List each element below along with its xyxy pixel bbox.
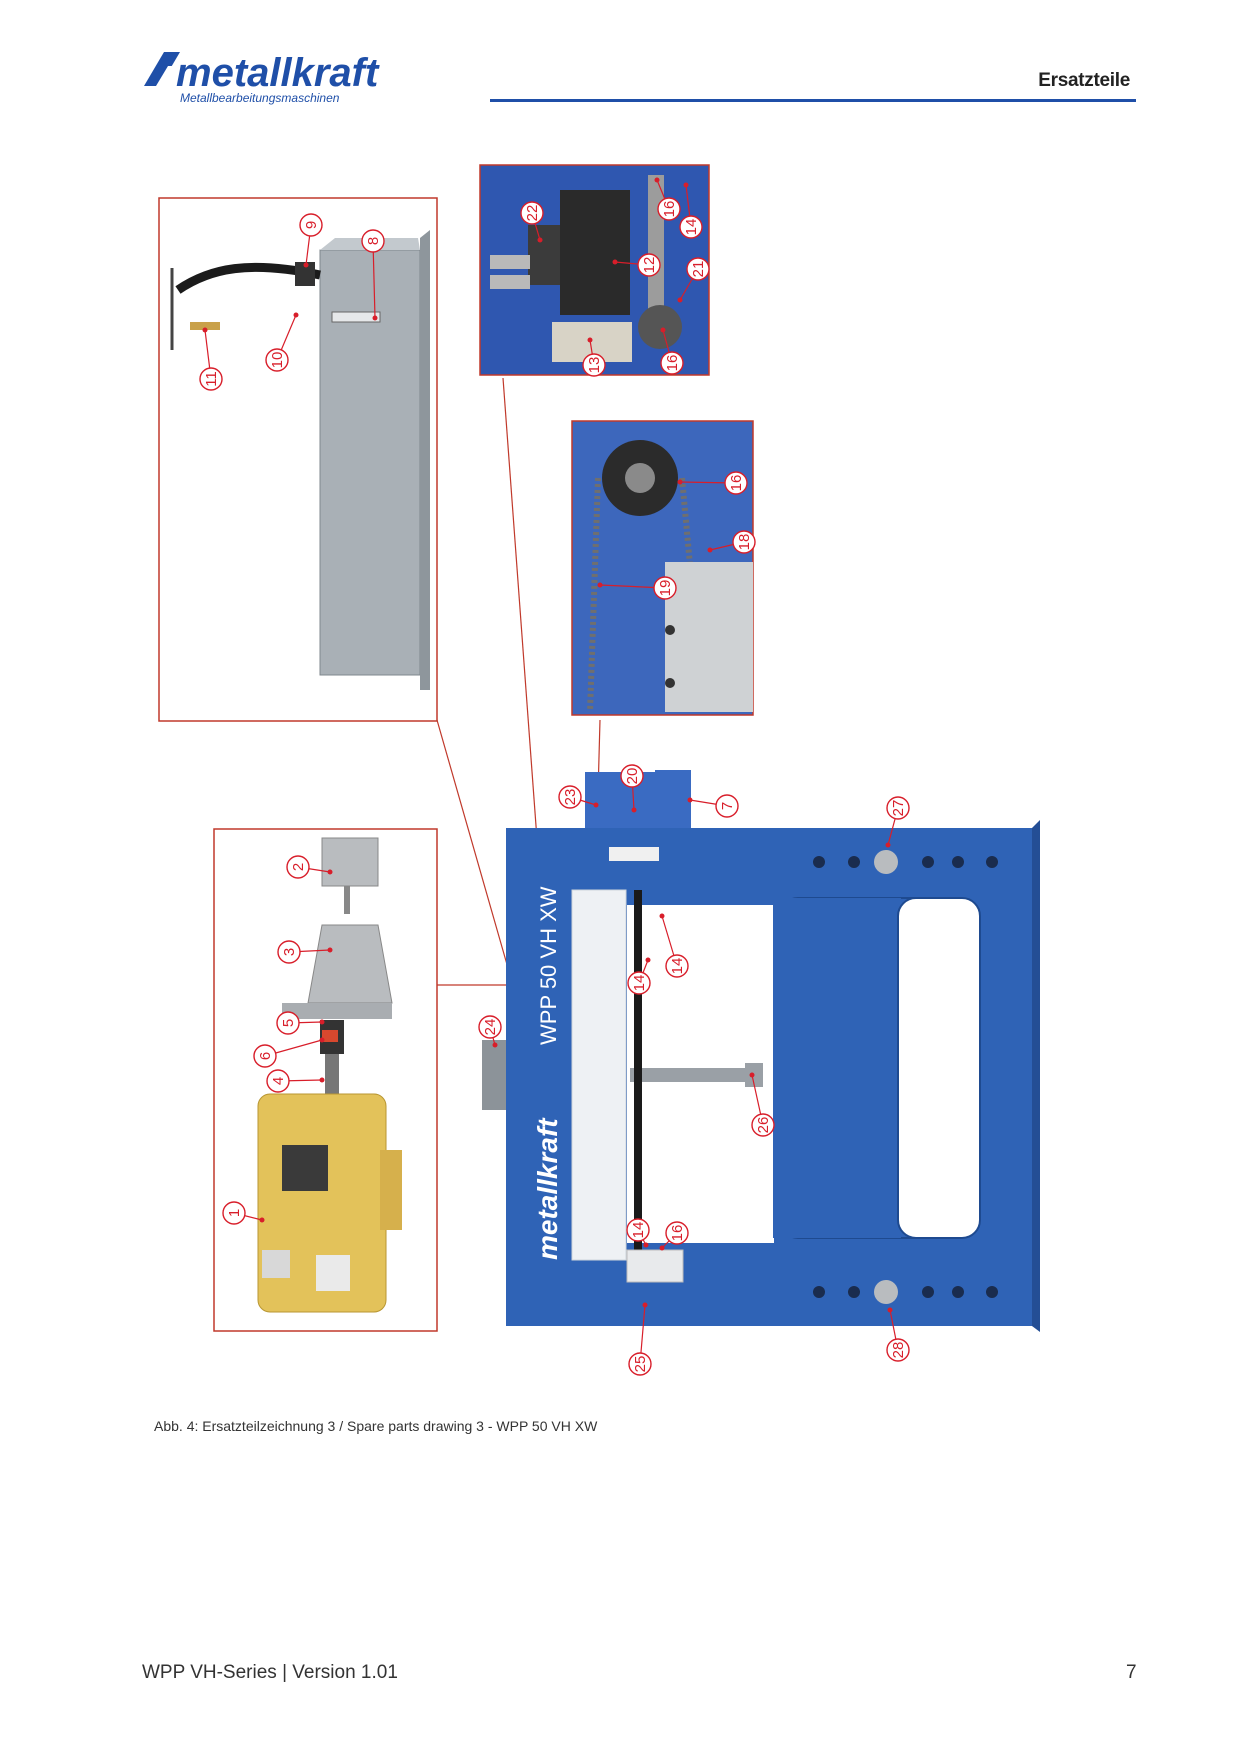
svg-text:26: 26 xyxy=(755,1117,772,1134)
metallkraft-logo: metallkraft Metallbearbeitungsmaschinen xyxy=(144,51,380,105)
svg-text:5: 5 xyxy=(280,1019,297,1027)
machine-frame: WPP 50 VH XW metallkraft xyxy=(482,770,1040,1332)
callout-18: 18 xyxy=(707,530,756,554)
motor-detail-frame xyxy=(213,828,438,1332)
svg-text:2: 2 xyxy=(290,863,307,871)
svg-text:25: 25 xyxy=(632,1356,649,1373)
svg-text:16: 16 xyxy=(728,475,745,492)
brand-wordmark: metallkraft xyxy=(176,51,380,95)
svg-text:14: 14 xyxy=(683,219,700,236)
callout-24: 24 xyxy=(478,1015,502,1048)
svg-text:18: 18 xyxy=(736,534,753,551)
callout-10: 10 xyxy=(265,312,299,372)
svg-text:12: 12 xyxy=(641,257,658,274)
callout-16: 16 xyxy=(660,327,684,375)
svg-text:10: 10 xyxy=(269,352,286,369)
callout-11: 11 xyxy=(199,327,223,391)
callout-2: 2 xyxy=(286,855,333,879)
page-number: 7 xyxy=(1126,1662,1137,1683)
svg-text:14: 14 xyxy=(631,975,648,992)
callout-8: 8 xyxy=(361,229,385,321)
svg-text:7: 7 xyxy=(719,802,736,810)
callout-1: 1 xyxy=(222,1201,265,1225)
svg-text:9: 9 xyxy=(303,221,320,229)
callout-14: 14 xyxy=(659,913,689,978)
svg-text:3: 3 xyxy=(281,948,298,956)
callout-9: 9 xyxy=(299,213,323,268)
callout-14: 14 xyxy=(627,957,651,995)
section-title: Ersatzteile xyxy=(1038,70,1130,91)
callout-20: 20 xyxy=(620,764,644,813)
callout-22: 22 xyxy=(520,201,544,243)
frame-brand: metallkraft xyxy=(532,1117,563,1260)
svg-text:14: 14 xyxy=(669,958,686,975)
callout-4: 4 xyxy=(266,1069,325,1093)
callout-16: 16 xyxy=(659,1221,689,1251)
svg-text:28: 28 xyxy=(890,1342,907,1359)
header-divider xyxy=(490,99,1136,102)
svg-text:6: 6 xyxy=(257,1052,274,1060)
chain-detail-frame xyxy=(571,420,754,716)
svg-text:21: 21 xyxy=(690,261,707,278)
callout-6: 6 xyxy=(253,1037,325,1068)
footer-doc-version: WPP VH-Series | Version 1.01 xyxy=(142,1662,398,1683)
brand-tagline: Metallbearbeitungsmaschinen xyxy=(180,91,340,105)
svg-text:24: 24 xyxy=(482,1019,499,1036)
svg-text:16: 16 xyxy=(669,1225,686,1242)
spare-parts-drawing: WPP 50 VH XW metallkraft 123456789101112… xyxy=(158,164,1040,1376)
svg-text:23: 23 xyxy=(562,789,579,806)
machine-label: WPP 50 VH XW xyxy=(536,886,561,1045)
callout-14: 14 xyxy=(679,182,703,239)
svg-text:11: 11 xyxy=(203,371,220,387)
callout-7: 7 xyxy=(687,794,739,818)
svg-text:22: 22 xyxy=(524,205,541,222)
svg-text:4: 4 xyxy=(270,1077,287,1085)
callout-13: 13 xyxy=(582,337,606,377)
svg-text:16: 16 xyxy=(661,201,678,218)
callout-5: 5 xyxy=(276,1011,325,1035)
svg-text:16: 16 xyxy=(664,355,681,372)
hydraulic-detail-frame xyxy=(479,164,710,376)
svg-text:13: 13 xyxy=(586,357,603,374)
figure-caption: Abb. 4: Ersatzteilzeichnung 3 / Spare pa… xyxy=(154,1418,598,1434)
callout-21: 21 xyxy=(677,257,710,303)
svg-text:19: 19 xyxy=(657,580,674,597)
tank-detail-frame xyxy=(158,197,438,722)
callout-14: 14 xyxy=(626,1218,650,1248)
svg-text:14: 14 xyxy=(630,1222,647,1239)
svg-text:20: 20 xyxy=(624,768,641,785)
callout-12: 12 xyxy=(612,253,661,277)
callout-25: 25 xyxy=(628,1302,652,1376)
callout-16: 16 xyxy=(677,471,748,495)
callout-23: 23 xyxy=(558,785,599,809)
callout-16: 16 xyxy=(654,177,681,221)
callout-3: 3 xyxy=(277,940,333,964)
callout-markers: 1234567891011121314141414161616161819202… xyxy=(199,177,910,1376)
svg-text:27: 27 xyxy=(890,800,907,817)
callout-19: 19 xyxy=(597,576,677,600)
callout-28: 28 xyxy=(886,1307,910,1362)
svg-text:1: 1 xyxy=(226,1209,243,1217)
callout-27: 27 xyxy=(885,796,910,848)
svg-text:8: 8 xyxy=(365,237,382,245)
callout-26: 26 xyxy=(749,1072,775,1137)
